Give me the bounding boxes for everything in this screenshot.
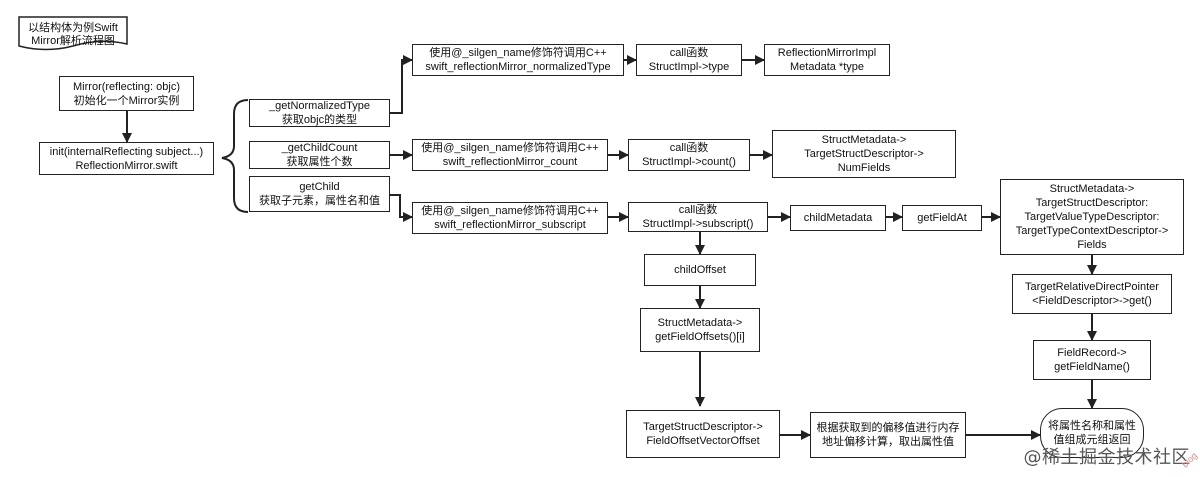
offset-calc-node: 根据获取到的偏移值进行内存 地址偏移计算，取出属性值 <box>810 412 966 458</box>
title-note: 以结构体为例Swift Mirror解析流程图 <box>18 16 128 51</box>
num-fields-node: StructMetadata-> TargetStructDescriptor-… <box>772 130 956 178</box>
arrow-child-to-call <box>390 194 413 222</box>
get-field-at-node: getFieldAt <box>902 205 982 231</box>
mirror-init-node: Mirror(reflecting: objc) 初始化一个Mirror实例 <box>59 76 194 111</box>
document-shape <box>18 16 128 51</box>
title-note-line-2: Mirror解析流程图 <box>31 35 115 47</box>
get-child-node: getChild 获取子元素，属性名和值 <box>249 176 390 212</box>
result-node: 将属性名称和属性 值组成元组返回 <box>1040 408 1144 458</box>
get-field-offsets-node: StructMetadata-> getFieldOffsets()[i] <box>640 308 760 352</box>
arrow-normalized-to-call <box>390 55 413 114</box>
metadata-type-node: ReflectionMirrorImpl Metadata *type <box>764 44 890 76</box>
relative-pointer-node: TargetRelativeDirectPointer <FieldDescri… <box>1012 274 1172 314</box>
impl-subscript-node: call函数 StructImpl->subscript() <box>628 202 768 232</box>
impl-count-node: call函数 StructImpl->count() <box>628 139 750 171</box>
internal-init-node: init(internalReflecting subject...) Refl… <box>39 142 214 175</box>
call-normalized-node: 使用@_silgen_name修饰符调用C++ swift_reflection… <box>412 44 624 76</box>
field-offset-vector-node: TargetStructDescriptor-> FieldOffsetVect… <box>626 410 780 458</box>
get-child-count-node: _getChildCount 获取属性个数 <box>249 141 390 169</box>
child-offset-node: childOffset <box>644 254 756 286</box>
title-note-line-1: 以结构体为例Swift <box>28 22 118 34</box>
impl-type-node: call函数 StructImpl->type <box>636 44 742 76</box>
left-brace <box>221 99 249 213</box>
call-subscript-node: 使用@_silgen_name修饰符调用C++ swift_reflection… <box>412 202 608 234</box>
watermark-text: @稀土掘金技术社区 <box>1023 447 1190 468</box>
call-count-node: 使用@_silgen_name修饰符调用C++ swift_reflection… <box>412 139 608 171</box>
fields-chain-node: StructMetadata-> TargetStructDescriptor:… <box>1000 179 1184 255</box>
get-normalized-type-node: _getNormalizedType 获取objc的类型 <box>249 99 390 127</box>
child-metadata-node: childMetadata <box>790 205 886 231</box>
field-record-node: FieldRecord-> getFieldName() <box>1033 340 1151 380</box>
